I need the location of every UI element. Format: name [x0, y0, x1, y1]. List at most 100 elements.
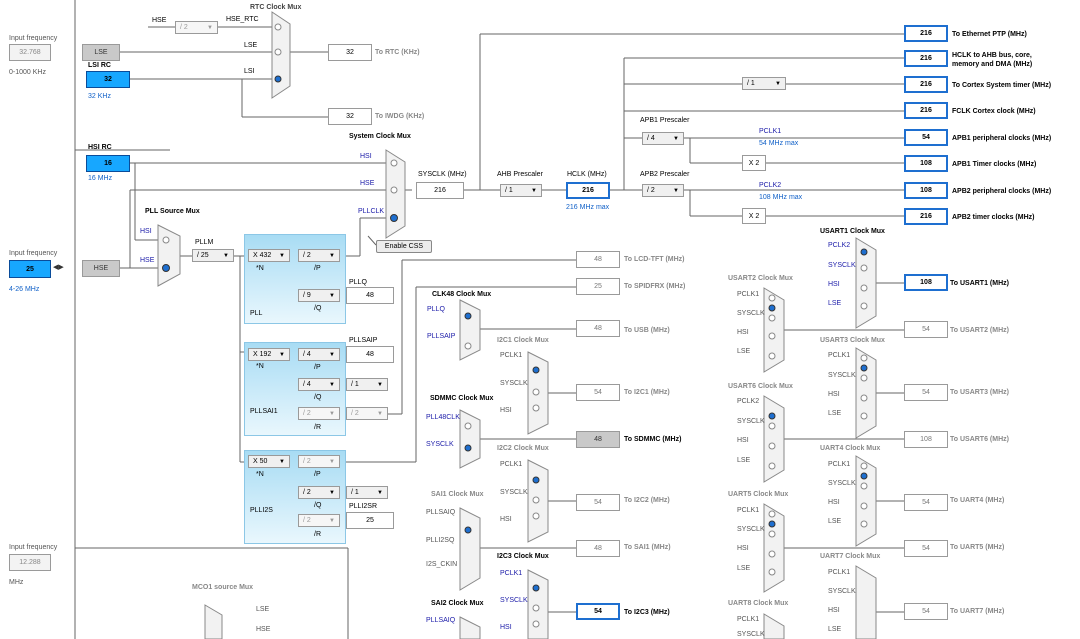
- to-iwdg-value: 32: [328, 108, 372, 125]
- uart7-pclk1-label: PCLK1: [828, 569, 851, 576]
- usart3-value: 54: [904, 384, 948, 401]
- pllsai-q-label: /Q: [314, 394, 322, 401]
- system-clock-mux-title: System Clock Mux: [349, 133, 411, 140]
- i2c3-label: To I2C3 (MHz): [624, 609, 670, 616]
- apb1-peripheral-value[interactable]: 54: [904, 129, 948, 146]
- to-iwdg-label: To IWDG (KHz): [375, 113, 425, 120]
- to-rtc-label: To RTC (KHz): [375, 49, 420, 56]
- usart1-value[interactable]: 108: [904, 274, 948, 291]
- lse-block[interactable]: LSE: [82, 44, 120, 61]
- usart2-value: 54: [904, 321, 948, 338]
- usb-label: To USB (MHz): [624, 327, 670, 334]
- rtc-hse-divider-dropdown[interactable]: / 2 ▼: [175, 21, 218, 34]
- usart6-pclk2-label: PCLK2: [737, 398, 760, 405]
- rtc-div-value: / 2: [180, 24, 188, 31]
- i2c1-mux-title: I2C1 Clock Mux: [497, 337, 549, 344]
- plli2s-p-label: /P: [314, 471, 321, 478]
- ahb-prescaler-dropdown[interactable]: / 1▼: [500, 184, 542, 197]
- apb2-prescaler-label: APB2 Prescaler: [640, 171, 690, 178]
- plli2s-q-dropdown[interactable]: / 2▼: [298, 486, 340, 499]
- pllsai-p-value: / 4: [303, 351, 311, 358]
- i2c3-mux-title: I2C3 Clock Mux: [497, 553, 549, 560]
- lsi-rc-block[interactable]: 32: [86, 71, 130, 88]
- usart3-lse-label: LSE: [828, 410, 842, 417]
- sysclk-value[interactable]: 216: [416, 182, 464, 199]
- pllsai-r-divider-dropdown[interactable]: / 2▼: [346, 407, 388, 420]
- hclk-ahb-label: HCLK to AHB bus, core,: [952, 52, 1032, 59]
- uart4-sysclk-label: SYSCLK: [828, 480, 856, 487]
- rtc-lse-label: LSE: [244, 42, 258, 49]
- i2c1-pclk1-label: PCLK1: [500, 352, 523, 359]
- ethernet-ptp-value[interactable]: 216: [904, 25, 948, 42]
- hsi-rc-block[interactable]: 16: [86, 155, 130, 172]
- hclk-value[interactable]: 216: [566, 182, 610, 199]
- plli2s-r-dropdown[interactable]: / 2▼: [298, 514, 340, 527]
- uart7-sysclk-label: SYSCLK: [828, 588, 856, 595]
- chevron-down-icon: ▼: [377, 381, 383, 388]
- hse-input-freq-field[interactable]: 25: [9, 260, 51, 278]
- sdmmc-mux-title: SDMMC Clock Mux: [430, 395, 494, 402]
- plli2s-q-divider-dropdown[interactable]: / 1▼: [346, 486, 388, 499]
- usart2-pclk1-label: PCLK1: [737, 291, 760, 298]
- apb2-timer-value[interactable]: 216: [904, 208, 948, 225]
- cortex-timer-value[interactable]: 216: [904, 76, 948, 93]
- uart7-lse-label: LSE: [828, 626, 842, 633]
- chevron-down-icon: ▼: [531, 187, 537, 194]
- apb1-timer-value[interactable]: 108: [904, 155, 948, 172]
- plli2s-q-value: / 2: [303, 489, 311, 496]
- plli2s-p-dropdown[interactable]: / 2▼: [298, 455, 340, 468]
- apb1-prescaler-label: APB1 Prescaler: [640, 117, 690, 124]
- fclk-value[interactable]: 216: [904, 102, 948, 119]
- hclk-label: HCLK (MHz): [567, 171, 607, 178]
- pll-p-dropdown[interactable]: / 2▼: [298, 249, 340, 262]
- hsi-rc-title: HSI RC: [88, 144, 112, 151]
- chevron-down-icon: ▼: [329, 381, 335, 388]
- sdmmc-value: 48: [576, 431, 620, 448]
- sys-mux-hsi-label: HSI: [360, 153, 372, 160]
- apb1-timer-multiplier: X 2: [742, 155, 766, 171]
- pll-q-dropdown[interactable]: / 9▼: [298, 289, 340, 302]
- usart1-label: To USART1 (MHz): [950, 280, 1009, 287]
- uart5-mux-title: UART5 Clock Mux: [728, 491, 789, 498]
- uart8-mux-title: UART8 Clock Mux: [728, 600, 789, 607]
- lcd-tft-label: To LCD-TFT (MHz): [624, 256, 685, 263]
- plli2s-n-dropdown[interactable]: X 50▼: [248, 455, 290, 468]
- pllsai-q-divider-dropdown[interactable]: / 1▼: [346, 378, 388, 391]
- pllsai-p-dropdown[interactable]: / 4▼: [298, 348, 340, 361]
- pllsai-n-dropdown[interactable]: X 192▼: [248, 348, 290, 361]
- uart5-lse-label: LSE: [737, 565, 751, 572]
- hse-block[interactable]: HSE: [82, 260, 120, 277]
- apb1-prescaler-dropdown[interactable]: / 4▼: [642, 132, 684, 145]
- pllsai-r-dropdown[interactable]: / 2▼: [298, 407, 340, 420]
- chevron-down-icon: ▼: [207, 24, 213, 31]
- mco1-lse-label: LSE: [256, 606, 270, 613]
- pclk1-max-label: 54 MHz max: [759, 140, 799, 147]
- pllsai-q-dropdown[interactable]: / 4▼: [298, 378, 340, 391]
- uart7-label: To UART7 (MHz): [950, 608, 1005, 615]
- pllsai-n-label: *N: [256, 363, 264, 370]
- enable-css-button[interactable]: Enable CSS: [376, 240, 432, 253]
- apb2-prescaler-dropdown[interactable]: / 2▼: [642, 184, 684, 197]
- hclk-ahb-value[interactable]: 216: [904, 50, 948, 67]
- lse-input-freq-field[interactable]: 32.768: [9, 44, 51, 61]
- spdifrx-label: To SPIDFRX (MHz): [624, 283, 686, 290]
- bottom-input-freq-field[interactable]: 12.288: [9, 554, 51, 571]
- ahb-prescaler-label: AHB Prescaler: [497, 171, 543, 178]
- chevron-down-icon: ▼: [377, 410, 383, 417]
- pll-n-dropdown[interactable]: X 432▼: [248, 249, 290, 262]
- cortex-timer-label: To Cortex System timer (MHz): [952, 82, 1052, 89]
- cortex-div-value: / 1: [747, 80, 755, 87]
- apb2-peripheral-value[interactable]: 108: [904, 182, 948, 199]
- i2c3-value[interactable]: 54: [576, 603, 620, 620]
- uart4-pclk1-label: PCLK1: [828, 461, 851, 468]
- i2c3-pclk1-label: PCLK1: [500, 570, 523, 577]
- pllm-dropdown[interactable]: / 25▼: [192, 249, 234, 262]
- pllq-label: PLLQ: [349, 279, 367, 286]
- usart3-sysclk-label: SYSCLK: [828, 372, 856, 379]
- chevron-down-icon: ▼: [329, 517, 335, 524]
- pclk2-max-label: 108 MHz max: [759, 194, 803, 201]
- usart6-label: To USART6 (MHz): [950, 436, 1009, 443]
- cortex-timer-divider-dropdown[interactable]: / 1▼: [742, 77, 786, 90]
- chevron-down-icon: ▼: [279, 351, 285, 358]
